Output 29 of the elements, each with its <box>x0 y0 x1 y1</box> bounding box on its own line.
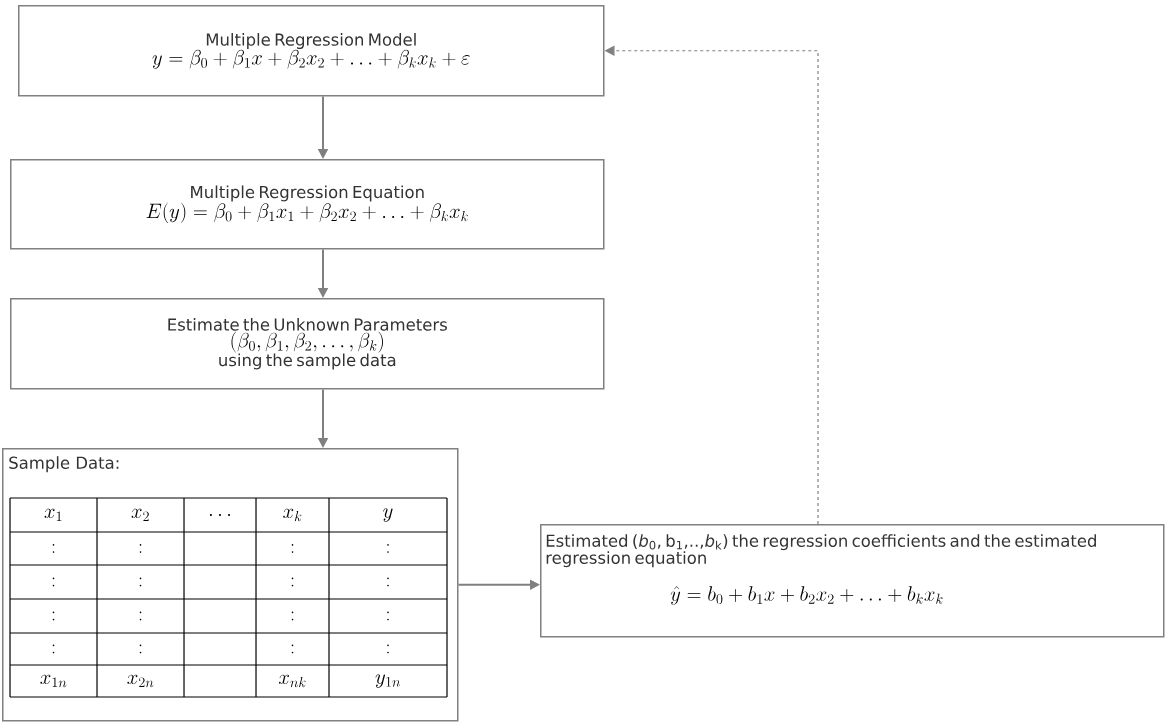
table-entry: $x_k$ <box>283 508 302 522</box>
table-entry: $y_{1n}$ <box>375 674 400 688</box>
table-entry: $:$ <box>387 644 389 654</box>
table-entry: $x_1$ <box>44 508 62 521</box>
table-entry: $x_{nk}$ <box>278 674 306 688</box>
table-entry: $:$ <box>291 544 294 553</box>
table-entry: $x_2$ <box>131 508 149 521</box>
table-entry: $:$ <box>139 577 142 587</box>
equation-box: Multiple Regression Equation $E(y) = \beta_0 + \beta_1 x_1 + \beta_2 x_2 + \ldots + \beta_k x_k$ <box>10 159 605 250</box>
table-entry: $:$ <box>291 611 294 621</box>
table-entry: $:$ <box>139 644 142 654</box>
table-entry: $:$ <box>387 577 389 587</box>
table-entry: $x_{1n}$ <box>40 674 67 688</box>
process-box: Estimate the Unknown Parameters $(\beta_0, \beta_1, \beta_2, \ldots, \beta_k)$ using the sample data <box>10 298 605 390</box>
model-box: Multiple Regression Model $y = \beta_0 + \beta_1 x + \beta_2 x_2 + \ldots + \beta_k x_k + \varepsilon$ <box>18 5 605 97</box>
table-entry: $:$ <box>139 611 142 621</box>
table-entry: $:$ <box>139 544 142 553</box>
table-entry: $:$ <box>291 577 294 587</box>
table-entry: $:$ <box>291 644 294 654</box>
table-entry: $:$ <box>52 577 55 587</box>
table-entry: $y$ <box>383 508 393 522</box>
table-entry: $:$ <box>387 544 389 553</box>
result-box: Estimated (b$_{0}$, b$_{1}$,..,b$_{k}$) the regression coefficients and the estimated regression equation $\hat{y} = b_0 + b_1 x + b_2 x_2 + \ldots + b_k x_k$ <box>540 524 1165 638</box>
table-entry: $:$ <box>52 611 55 621</box>
table-entry: $:$ <box>387 611 389 621</box>
table-entry: $\ldots$ <box>209 514 231 516</box>
table-entry: $x_{2n}$ <box>127 674 154 688</box>
table-entry: $:$ <box>52 644 55 654</box>
table-entry: $:$ <box>52 544 55 553</box>
